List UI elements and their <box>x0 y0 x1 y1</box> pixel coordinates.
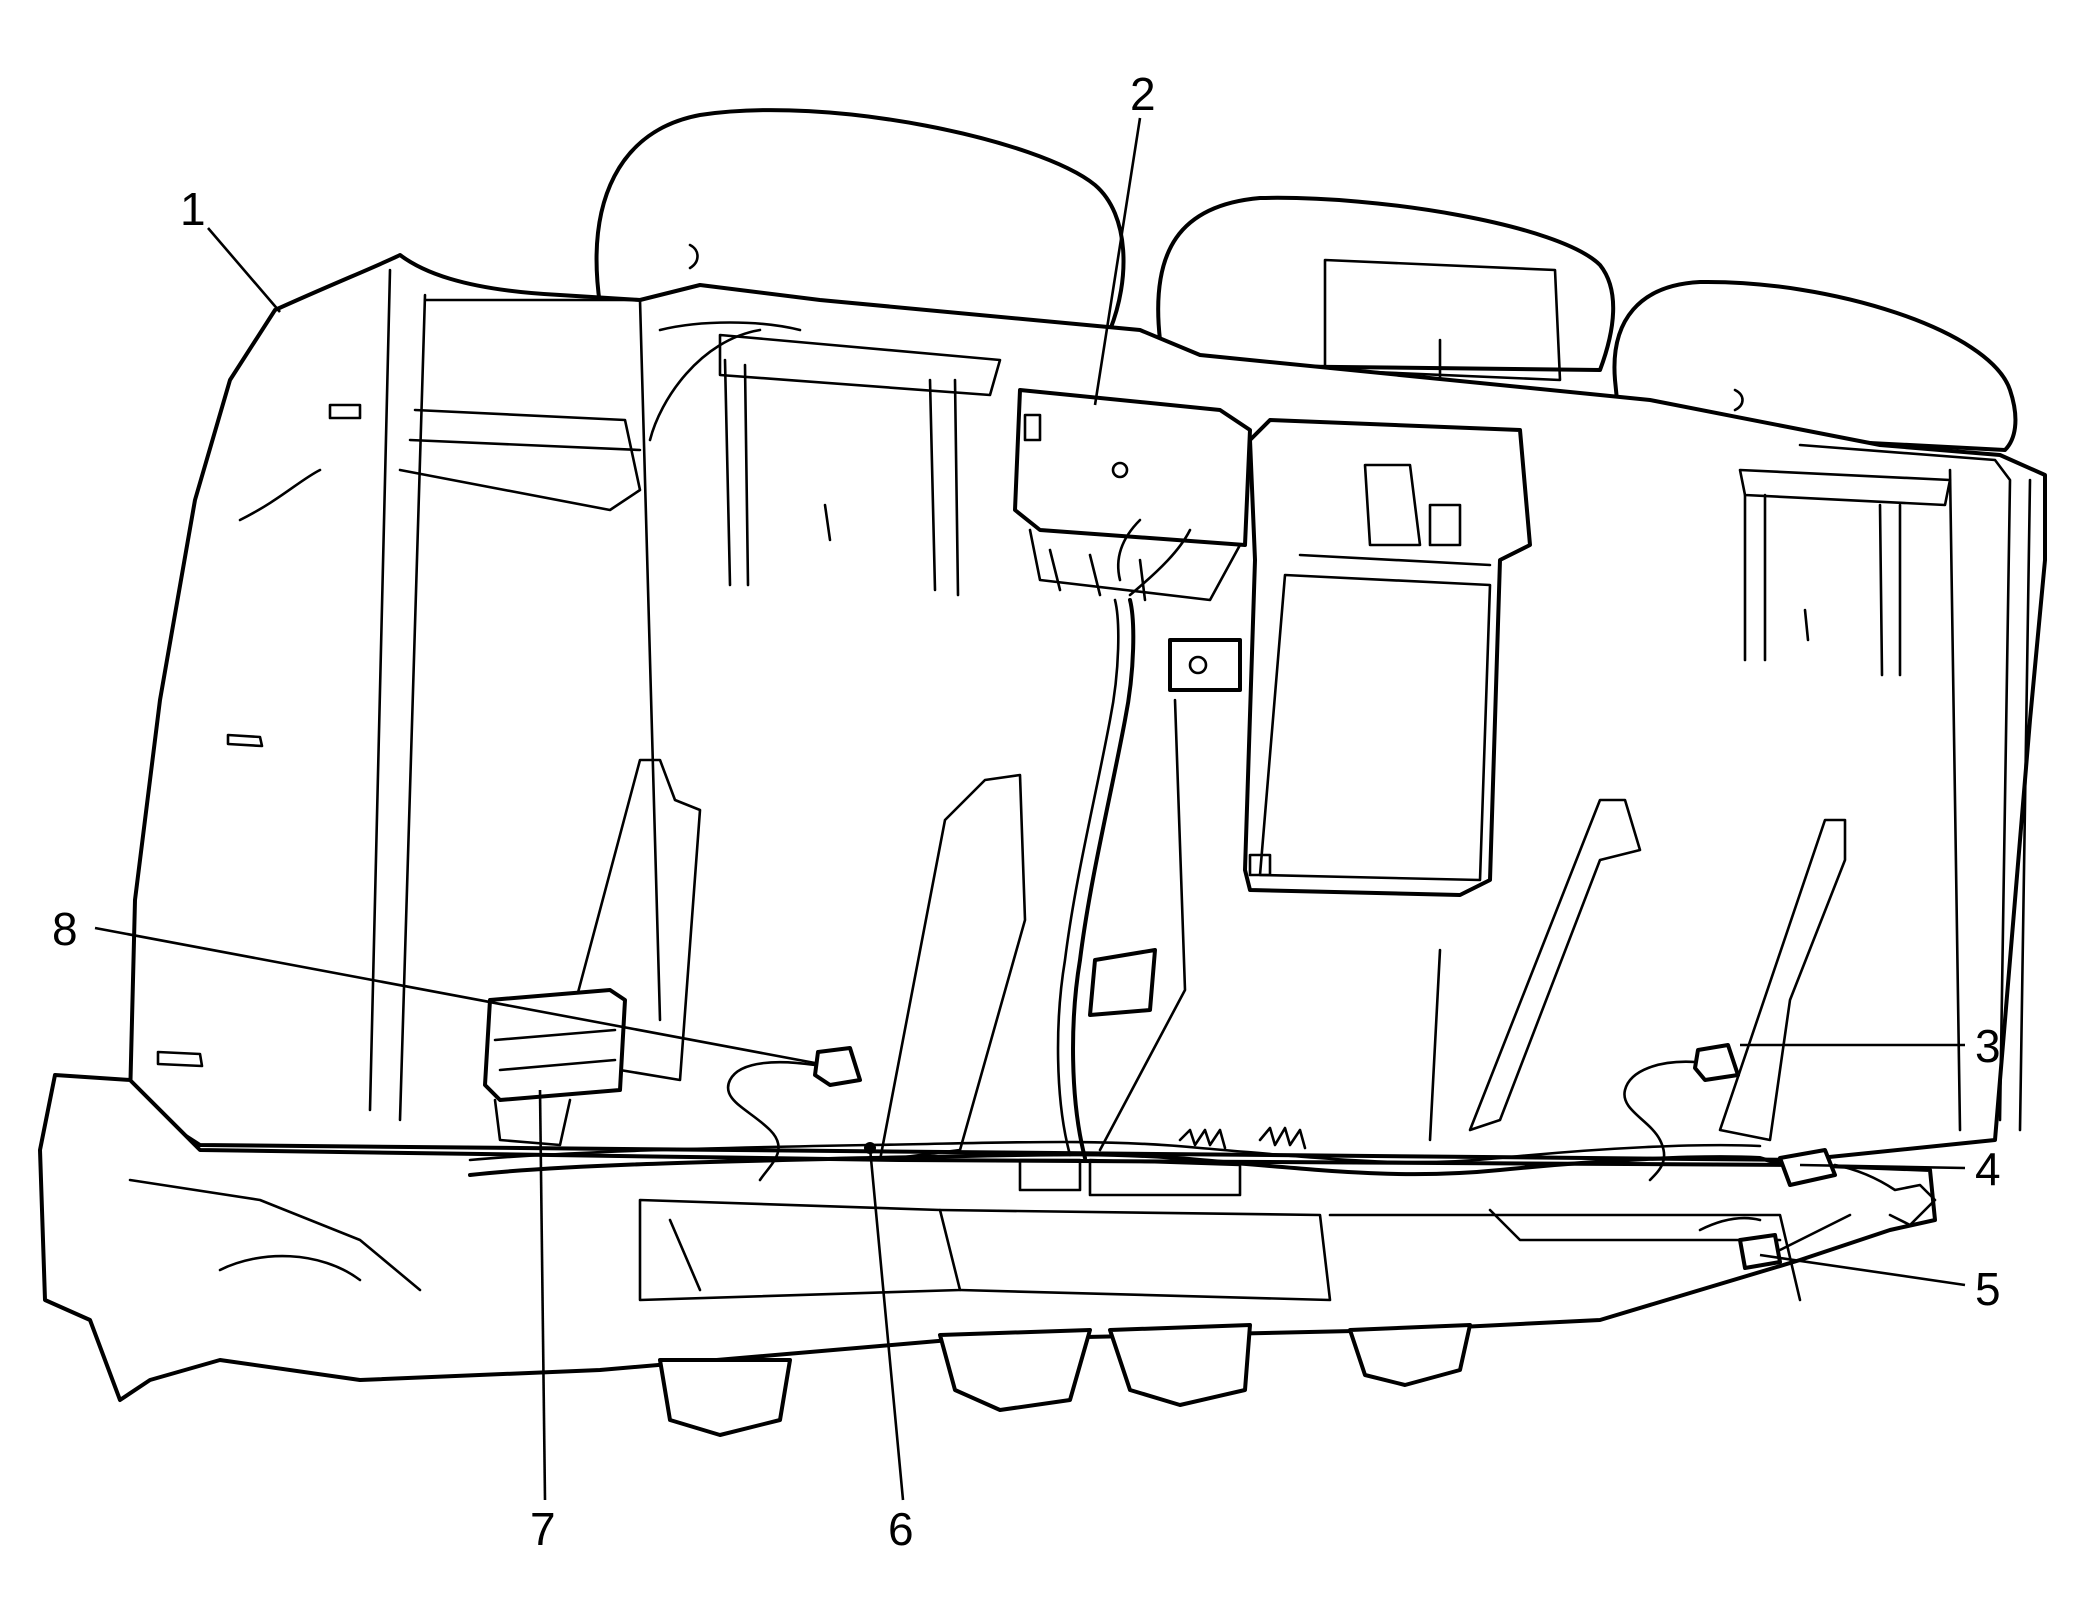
callout-5: 5 <box>1759 1253 2001 1315</box>
seat-legs <box>658 1323 1472 1437</box>
seat-back-panels <box>558 698 1847 1162</box>
seat-back-frame <box>128 253 2047 1162</box>
latch-bracket-left <box>718 333 1002 597</box>
headrest-right <box>1612 279 2018 452</box>
callout-4: 4 <box>1799 1143 2001 1195</box>
callout-7: 7 <box>530 1089 556 1555</box>
callout-label-5: 5 <box>1975 1263 2001 1315</box>
callout-label-7: 7 <box>530 1503 556 1555</box>
connector-left <box>726 1046 862 1182</box>
callout-1: 1 <box>180 183 281 313</box>
headrest-center <box>1156 195 1616 382</box>
latch-bracket-right <box>1738 468 1952 677</box>
right-side-hardware <box>1698 1148 1937 1270</box>
callout-2: 2 <box>1093 68 1156 406</box>
callout-label-3: 3 <box>1975 1020 2001 1072</box>
callout-label-8: 8 <box>52 903 78 955</box>
callout-label-1: 1 <box>180 183 206 235</box>
callout-3: 3 <box>1740 1020 2001 1072</box>
callout-label-4: 4 <box>1975 1143 2001 1195</box>
callout-label-2: 2 <box>1130 68 1156 120</box>
center-panel <box>1243 418 1532 897</box>
wiring-harness <box>468 518 1802 1197</box>
seat-control-module <box>483 988 627 1147</box>
callout-label-6: 6 <box>888 1503 914 1555</box>
callout-6: 6 <box>864 1142 914 1555</box>
callout-8: 8 <box>52 903 816 1065</box>
side-impact-module <box>1013 388 1252 602</box>
headrest-left <box>594 108 1126 332</box>
connector-right <box>1623 1043 1740 1182</box>
